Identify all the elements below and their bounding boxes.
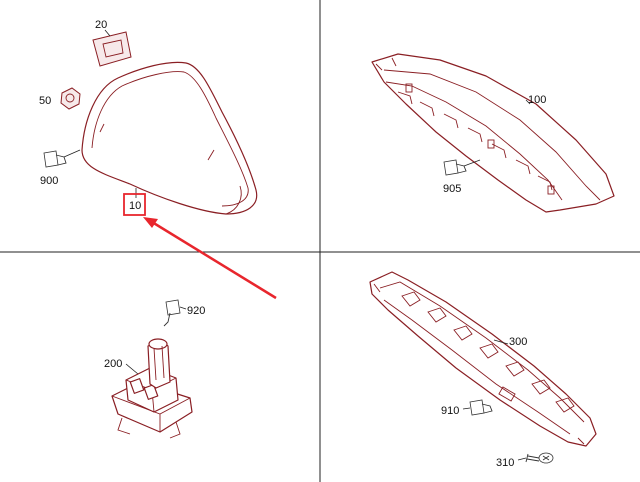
part-50-nut[interactable] — [60, 87, 81, 110]
part-310-screw[interactable] — [525, 452, 554, 464]
callout-310[interactable]: 310 — [496, 457, 514, 469]
callout-200[interactable]: 200 — [104, 358, 122, 370]
part-920-clip[interactable] — [163, 299, 181, 327]
part-200-socket[interactable] — [111, 338, 193, 439]
leader-310 — [517, 457, 527, 461]
leader-20 — [104, 29, 111, 37]
leader-900 — [63, 149, 81, 158]
callout-920[interactable]: 920 — [187, 305, 205, 317]
part-20-gasket[interactable] — [92, 31, 132, 67]
part-900-clip[interactable] — [43, 150, 67, 168]
callout-20[interactable]: 20 — [95, 19, 107, 31]
callout-905[interactable]: 905 — [443, 183, 461, 195]
leader-920 — [179, 306, 187, 310]
highlight-box-10 — [123, 193, 146, 216]
callout-300[interactable]: 300 — [509, 336, 527, 348]
callout-10[interactable]: 10 — [129, 200, 141, 212]
callout-50[interactable]: 50 — [39, 95, 51, 107]
leader-100 — [525, 99, 531, 105]
part-905-clip[interactable] — [443, 159, 467, 176]
callout-100[interactable]: 100 — [528, 94, 546, 106]
leader-300 — [493, 339, 509, 345]
part-910-clip[interactable] — [469, 399, 493, 416]
callout-910[interactable]: 910 — [441, 405, 459, 417]
part-300-led-strip[interactable] — [369, 271, 597, 447]
highlight-arrow — [151, 220, 277, 300]
callout-900[interactable]: 900 — [40, 175, 58, 187]
part-10-lamp-lens[interactable] — [81, 61, 258, 215]
leader-910 — [462, 407, 471, 410]
highlight-arrowhead — [143, 217, 158, 228]
leader-905 — [463, 159, 481, 167]
part-100-housing[interactable] — [371, 53, 615, 213]
leader-200 — [125, 363, 139, 375]
